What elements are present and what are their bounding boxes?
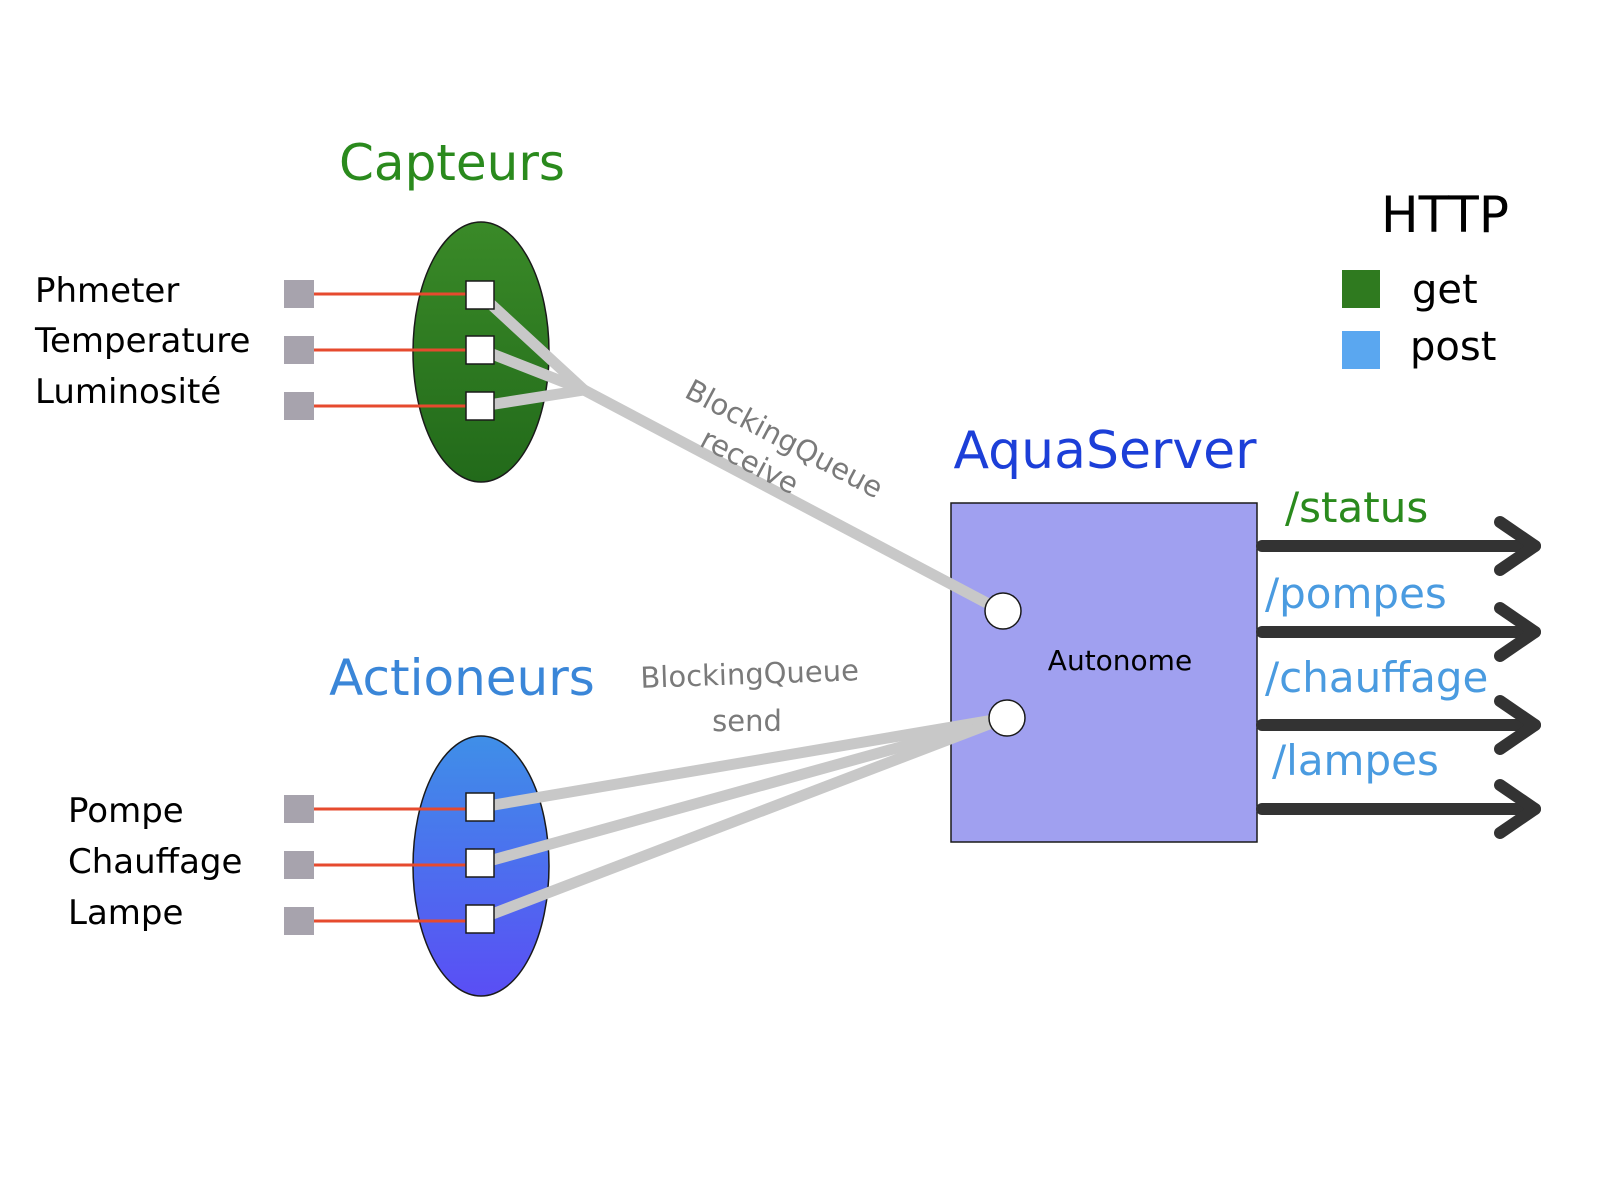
actuator-label-pompe: Pompe	[68, 791, 184, 831]
send-queue-line2: send	[712, 704, 782, 738]
actuator-label-chauffage: Chauffage	[68, 842, 242, 882]
legend-label-get: get	[1412, 267, 1478, 313]
endpoint-arrowhead	[1494, 779, 1541, 839]
endpoint-arrowhead	[1494, 602, 1541, 662]
receive-connector	[476, 384, 590, 412]
legend-title: HTTP	[1381, 186, 1509, 244]
endpoint-pompes: /pompes	[1265, 569, 1447, 618]
server-label: Autonome	[1048, 644, 1192, 677]
capteurs-title: Capteurs	[339, 134, 565, 192]
capteur-socket	[465, 391, 495, 421]
sensor-label-temperature: Temperature	[34, 321, 250, 361]
endpoint-arrowhead	[1494, 695, 1541, 755]
endpoint-lampes: /lampes	[1272, 736, 1439, 785]
server-receive-port	[984, 592, 1022, 630]
sensor-port	[284, 336, 314, 364]
capteur-socket	[465, 280, 495, 310]
receive-connectors	[476, 290, 1006, 616]
sensor-port	[284, 280, 314, 308]
capteur-socket	[465, 335, 495, 365]
send-connector	[476, 712, 1011, 813]
send-queue-line1: BlockingQueue	[640, 653, 860, 695]
send-connector	[476, 712, 1011, 924]
actuator-port	[284, 851, 314, 879]
endpoint-arrowhead	[1494, 516, 1541, 576]
actuator-label-lampe: Lampe	[68, 893, 183, 933]
actioneurs-title: Actioneurs	[329, 649, 595, 707]
sensor-label-phmeter: Phmeter	[35, 271, 179, 311]
endpoint-chauffage: /chauffage	[1265, 653, 1488, 702]
actuator-port	[284, 907, 314, 935]
send-queue-label: BlockingQueue send	[640, 653, 860, 738]
http-legend: HTTP get post	[1342, 186, 1509, 370]
legend-swatch-get	[1342, 270, 1380, 308]
actuator-connections	[284, 795, 466, 935]
send-connector	[476, 712, 1011, 869]
legend-label-post: post	[1410, 324, 1496, 370]
receive-connector	[578, 384, 1006, 616]
sensor-port	[284, 392, 314, 420]
server-box	[950, 502, 1258, 843]
endpoint-status: /status	[1285, 483, 1428, 532]
send-connectors	[476, 712, 1011, 924]
legend-swatch-post	[1342, 331, 1380, 369]
actuator-port	[284, 795, 314, 823]
actioneur-socket	[465, 848, 495, 878]
server-send-port	[988, 699, 1026, 737]
server-title: AquaServer	[953, 421, 1257, 481]
sensor-connections	[284, 280, 466, 420]
receive-connector	[476, 344, 590, 396]
receive-connector	[476, 290, 590, 396]
actioneur-socket	[465, 792, 495, 822]
endpoint-arrows	[1256, 516, 1541, 839]
actioneur-socket	[465, 904, 495, 934]
sensor-label-luminosite: Luminosité	[35, 372, 221, 412]
